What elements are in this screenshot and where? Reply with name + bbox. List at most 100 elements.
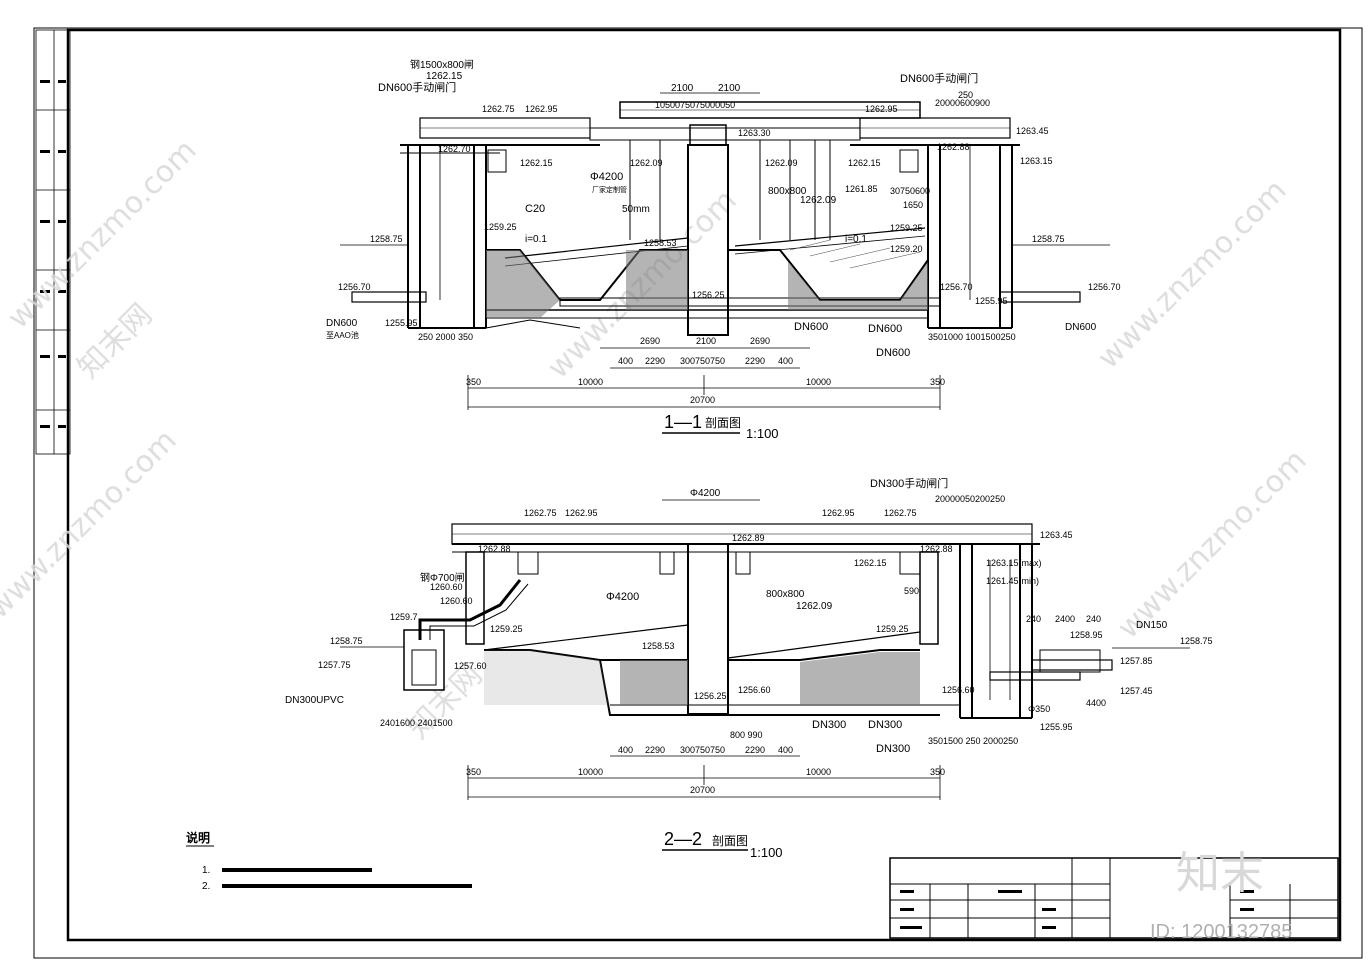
s2-elev-a7: 1262.88 xyxy=(920,544,953,554)
s2-d240-b: 2400 xyxy=(1055,614,1075,624)
s2-phi700: 钢Φ700闸 xyxy=(420,571,465,584)
s2-elev-a28: 1260.60 xyxy=(440,596,473,606)
notes: 说明 1. 2. xyxy=(186,830,472,892)
s2-row2-a: 400 xyxy=(618,745,633,755)
s1-row1-b: 2100 xyxy=(696,336,716,346)
note-1: 1. xyxy=(202,865,210,876)
s2-dn300upvc: DN300UPVC xyxy=(285,695,344,706)
s1-elev-e3: 1262.70 xyxy=(438,144,471,154)
s2-elev-a22: 1256.25 xyxy=(694,691,727,701)
s1-row2-b: 2290 xyxy=(645,356,665,366)
s2-beam: 800x800 xyxy=(766,589,805,600)
s1-elev-e22: 1256.70 xyxy=(1088,282,1121,292)
s1-c20-note: 50mm xyxy=(622,204,650,215)
s1-row3-right: 3501000 1001500250 xyxy=(928,332,1016,342)
s1-gate-label: 钢1500x800闸 xyxy=(410,58,474,71)
section-1-title-suffix: 剖面图 xyxy=(705,416,741,430)
s1-grand: 20700 xyxy=(690,395,715,405)
s1-dims-right-top: 250 xyxy=(958,90,973,100)
s1-elev-e17: 1258.53 xyxy=(644,238,677,248)
s1-inlet-right: DN600 xyxy=(1065,322,1097,333)
s2-total-c: 10000 xyxy=(806,767,831,777)
title-block-glyphs xyxy=(900,890,1254,929)
section-2-title-suffix: 剖面图 xyxy=(712,834,748,848)
s1-row2-e: 400 xyxy=(778,356,793,366)
s2-total-a: 350 xyxy=(466,767,481,777)
s1-pipe-left: DN600手动闸门 xyxy=(378,80,456,94)
s1-elev-e4: 1262.15 xyxy=(520,158,553,168)
s1-elev-e15: 1258.75 xyxy=(1032,234,1065,244)
s1-gate-elev: 1262.15 xyxy=(426,71,463,82)
s1-elev-e24: 1255.95 xyxy=(975,296,1008,306)
s1-elev-e20: 1256.70 xyxy=(338,282,371,292)
section-1-scale: 1:100 xyxy=(746,426,779,441)
s1-row2-d: 2290 xyxy=(745,356,765,366)
s2-d350: Φ350 xyxy=(1028,704,1050,714)
s2-elev-a14: 1258.53 xyxy=(642,641,675,651)
s1-phi: Φ4200 xyxy=(590,171,623,183)
section-1-title: 1—1 xyxy=(664,412,702,432)
s1-phi-note: 厂家定制管 xyxy=(592,185,627,194)
strip-glyphs xyxy=(40,80,66,428)
s1-total-c: 10000 xyxy=(806,377,831,387)
s2-row2-c: 300750750 xyxy=(680,745,725,755)
s2-phi4200: Φ4200 xyxy=(606,591,639,603)
s2-elev-a27: 1260.60 xyxy=(430,582,463,592)
s2-row-left: 2401600 2401500 xyxy=(380,718,453,728)
section-2-scale: 1:100 xyxy=(750,845,783,860)
s1-row2-c: 300750750 xyxy=(680,356,725,366)
s1-mid-dn600b: DN600 xyxy=(868,323,902,335)
s2-elev-a17: 1258.75 xyxy=(1180,636,1213,646)
drawing-id: ID: 1200132785 xyxy=(1150,921,1292,943)
s2-elev-a20: 1257.45 xyxy=(1120,686,1153,696)
s2-elev-a1: 1262.75 xyxy=(524,508,557,518)
s2-elev-a2: 1262.95 xyxy=(565,508,598,518)
s2-pipe: DN300手动闸门 xyxy=(870,476,948,490)
s1-elev-e13: 1261.85 xyxy=(845,184,878,194)
s1-d300: 30750600 xyxy=(890,186,930,196)
s1-elev-e23: 1255.95 xyxy=(385,318,418,328)
s2-row2-b: 2290 xyxy=(645,745,665,755)
s1-dims-right: 20000600900 xyxy=(935,98,990,108)
s1-row3-left: 250 2000 350 xyxy=(418,332,473,342)
s2-elev-a16: 1258.75 xyxy=(330,636,363,646)
s1-elev-e25: 1256.25 xyxy=(692,290,725,300)
s1-elev-e14: 1258.75 xyxy=(370,234,403,244)
s2-d240-a: 240 xyxy=(1026,614,1041,624)
watermark-7: www.znzmo.com xyxy=(1111,443,1314,646)
section-2-labels: Φ4200 DN300手动闸门 20000050200250 1262.75 1… xyxy=(285,476,1213,860)
watermark-1: www.znzmo.com xyxy=(1,133,204,336)
s1-elev-e19: 1259.20 xyxy=(890,244,923,254)
s2-grand: 20700 xyxy=(690,785,715,795)
s2-elev-a3: 1262.95 xyxy=(822,508,855,518)
section-1-labels: 2100 2100 1050075075000050 DN600手动闸门 DN6… xyxy=(326,58,1121,441)
s1-total-a: 350 xyxy=(466,377,481,387)
s2-elev-a21: 1257.60 xyxy=(454,661,487,671)
s1-elev-e11: 1263.45 xyxy=(1016,126,1049,136)
s2-dn300a: DN300 xyxy=(812,719,846,731)
s1-elev-e26: 1262.09 xyxy=(800,195,837,206)
s1-row2-a: 400 xyxy=(618,356,633,366)
note-2: 2. xyxy=(202,881,210,892)
title-block xyxy=(889,857,1339,939)
s1-slope-right: i=0.1 xyxy=(845,234,867,245)
s1-subdims: 1050075075000050 xyxy=(655,100,735,110)
inner-frame xyxy=(66,28,1342,942)
s1-elev-e10: 1262.88 xyxy=(937,142,970,152)
s1-beam: 800x800 xyxy=(768,186,807,197)
s1-inlet-left: DN600 xyxy=(326,318,358,329)
note-1-text xyxy=(222,868,372,872)
s1-elev-e2: 1262.95 xyxy=(525,104,558,114)
s2-elev-a9: 1262.15 xyxy=(854,558,887,568)
s2-elev-a4: 1262.75 xyxy=(884,508,917,518)
watermark-4: www.znzmo.com xyxy=(1091,173,1294,376)
s2-d240-c: 240 xyxy=(1086,614,1101,624)
s1-topdim-1: 2100 xyxy=(671,83,694,94)
s2-dims-top-right: 20000050200250 xyxy=(935,494,1005,504)
s1-topdim-2: 2100 xyxy=(718,83,741,94)
s1-row1-a: 2690 xyxy=(640,336,660,346)
s2-d590: 590 xyxy=(904,586,919,596)
s2-elev-a11: 1261.45(min) xyxy=(986,576,1039,586)
s2-elev-a25: 1255.95 xyxy=(1040,722,1073,732)
s1-mid-dn600c: DN600 xyxy=(876,347,910,359)
